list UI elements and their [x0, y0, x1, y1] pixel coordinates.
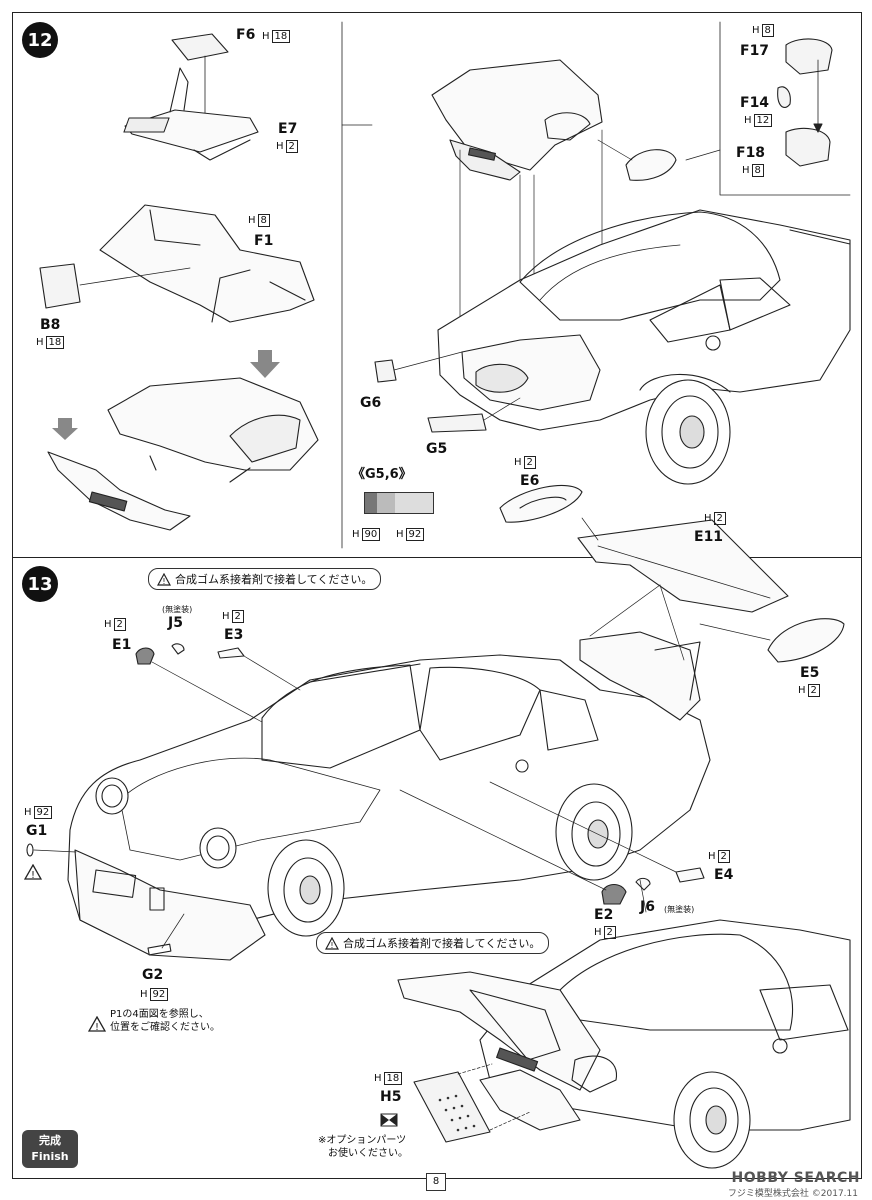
warning-icon: ! [156, 572, 172, 586]
part-label-e4: E4 [714, 867, 734, 883]
glue-warning-top-text: 合成ゴム系接着剤で接着してください。 [175, 573, 373, 586]
part-label-b8: B8 [40, 317, 61, 333]
finish-badge: 完成 Finish [22, 1130, 78, 1168]
part-label-e1: E1 [112, 637, 132, 653]
part-label-g56: 《G5,6》 [352, 467, 412, 482]
part-label-h5: H5 [380, 1089, 402, 1105]
p1-warning-icon: ! [87, 1015, 107, 1036]
color-swatch-g56 [364, 492, 434, 514]
swatch-dark [365, 493, 377, 513]
hobby-search-watermark: HOBBY SEARCH [731, 1170, 860, 1186]
option-parts-note: ※オプションパーツ お使いください。 [318, 1134, 408, 1160]
svg-text:!: ! [31, 870, 35, 880]
glue-warning-mid-text: 合成ゴム系接着剤で接着してください。 [343, 937, 541, 950]
swatch-mid [377, 493, 395, 513]
glue-warning-mid: ! 合成ゴム系接着剤で接着してください。 [316, 932, 550, 954]
warning-icon: ! [324, 936, 340, 950]
part-label-j6: J6 [640, 899, 655, 915]
step-number-12: 12 [22, 22, 58, 58]
part-label-f6: F6 [236, 27, 256, 43]
part-label-j5: J5 [168, 615, 183, 631]
p1-note-line2: 位置をご確認ください。 [110, 1022, 220, 1033]
part-label-f1: F1 [254, 233, 274, 249]
part-label-g2: G2 [142, 967, 164, 983]
glue-warning-top: ! 合成ゴム系接着剤で接着してください。 [148, 568, 382, 590]
page-number: 8 [426, 1173, 446, 1191]
part-label-g5: G5 [426, 441, 448, 457]
part-label-e3: E3 [224, 627, 244, 643]
g1-warning-icon: ! [23, 863, 43, 884]
part-label-g1: G1 [26, 823, 48, 839]
part-label-g6: G6 [360, 395, 382, 411]
p1-reference-note: P1の4面図を参照し、 位置をご確認ください。 [110, 1008, 220, 1034]
part-label-e2: E2 [594, 907, 614, 923]
copyright-text: フジミ模型株式会社 ©2017.11 [727, 1189, 858, 1199]
part-label-f14: F14 [740, 95, 770, 111]
svg-text:!: ! [95, 1022, 99, 1032]
option-note-line1: ※オプションパーツ [318, 1135, 407, 1146]
j6-unpainted-note: (無塗装) [664, 905, 695, 914]
part-label-f17: F17 [740, 43, 770, 59]
part-label-e11: E11 [694, 529, 724, 545]
svg-text:!: ! [330, 941, 333, 950]
j5-unpainted-note: (無塗装) [162, 605, 193, 614]
part-label-f18: F18 [736, 145, 766, 161]
p1-note-line1: P1の4面図を参照し、 [110, 1009, 209, 1020]
finish-jp: 完成 [39, 1134, 61, 1147]
part-label-e5: E5 [800, 665, 820, 681]
swatch-light [395, 493, 433, 513]
part-label-e7: E7 [278, 121, 298, 137]
part-label-e6: E6 [520, 473, 540, 489]
svg-text:!: ! [162, 577, 165, 586]
step-number-13: 13 [22, 566, 58, 602]
option-note-line2: お使いください。 [328, 1148, 408, 1159]
finish-en: Finish [31, 1150, 69, 1163]
